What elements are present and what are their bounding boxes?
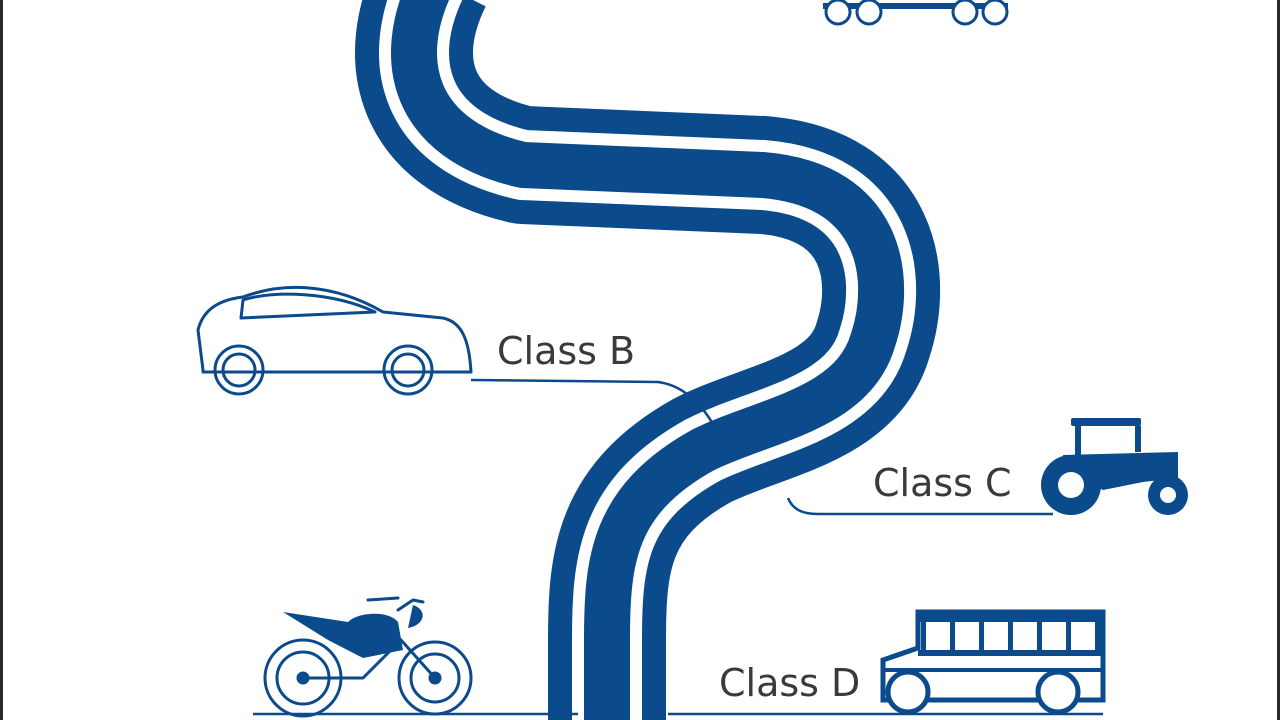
road-center-line xyxy=(391,0,905,720)
class-b-leader xyxy=(470,378,717,429)
class-c-label: Class C xyxy=(873,461,1012,505)
road-band xyxy=(355,0,941,720)
school-bus-icon xyxy=(880,609,1106,715)
truck-trailer-icon xyxy=(823,0,1009,26)
class-b-label: Class B xyxy=(497,329,635,373)
motorcycle-icon xyxy=(263,596,473,718)
class-d-label: Class D xyxy=(719,661,860,705)
road-diagram: Class B Class C xyxy=(196,0,1188,720)
winding-road xyxy=(355,0,941,720)
tractor-icon xyxy=(1041,418,1188,515)
car-icon xyxy=(196,285,473,396)
class-c-leader xyxy=(786,497,1053,516)
